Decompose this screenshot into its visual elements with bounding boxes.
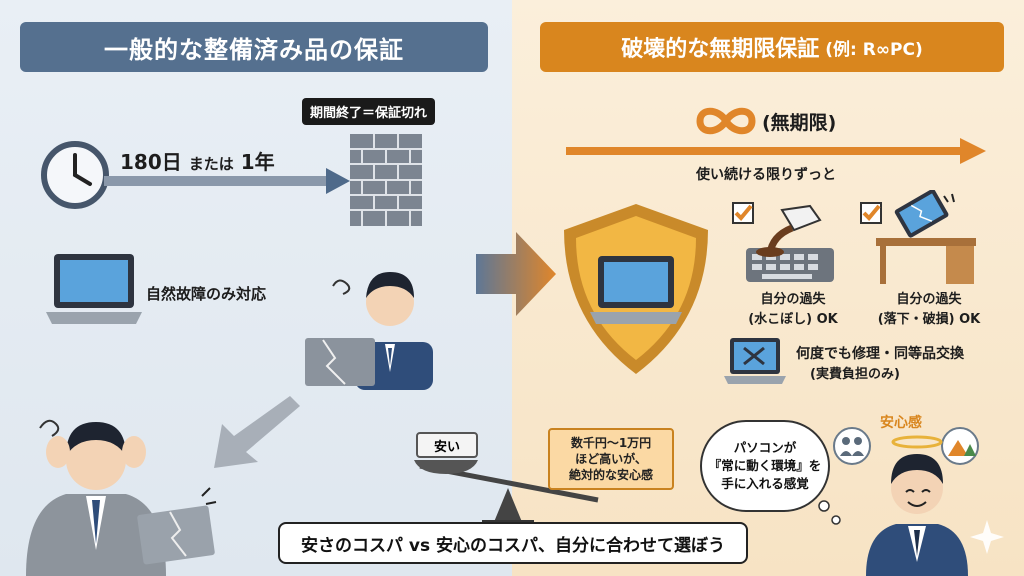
period-year: 1年 bbox=[240, 150, 275, 174]
center-transition-arrow bbox=[476, 232, 556, 316]
speech-bubble: パソコンが 『常に動く環境』を 手に入れる感覚 bbox=[700, 420, 830, 512]
check-icon-1 bbox=[732, 202, 754, 224]
fault-water-text: 自分の過失 (水こぼし) OK bbox=[745, 290, 841, 329]
speech-line2: 『常に動く環境』を bbox=[708, 457, 822, 473]
stressed-man-icon bbox=[26, 419, 217, 576]
price-line2: ほど高いが、 bbox=[575, 451, 647, 466]
fault2-line1: 自分の過失 bbox=[896, 292, 962, 307]
fault1-line1: 自分の過失 bbox=[760, 292, 826, 307]
right-title: 破壊的な無期限保証 bbox=[621, 37, 820, 62]
clock-icon bbox=[41, 141, 109, 209]
expiry-label: 期間終了＝保証切れ bbox=[302, 98, 436, 125]
left-title-banner: 一般的な整備済み品の保証 bbox=[20, 22, 488, 72]
infinity-icon bbox=[696, 107, 756, 135]
peace-label: 安心感 bbox=[880, 415, 922, 431]
water-spill-keyboard-icon bbox=[746, 204, 834, 282]
period-arrow bbox=[104, 168, 350, 194]
footer-text: 安さのコスパ vs 安心のコスパ、自分に合わせて選ぼう bbox=[300, 535, 726, 556]
period-or: または bbox=[188, 155, 234, 173]
footer-banner: 安さのコスパ vs 安心のコスパ、自分に合わせて選ぼう bbox=[278, 522, 748, 564]
period-text: 180日 または 1年 bbox=[120, 146, 275, 175]
down-left-arrow bbox=[214, 396, 300, 468]
right-title-banner: 破壊的な無期限保証 (例: R∞PC) bbox=[540, 22, 1004, 72]
price-line1: 数千円〜1万円 bbox=[570, 435, 652, 450]
cheap-tag-text: 安い bbox=[433, 439, 460, 455]
period-main: 180日 bbox=[120, 150, 182, 174]
price-line3: 絶対的な安心感 bbox=[568, 468, 653, 483]
check-icon-2 bbox=[860, 202, 882, 224]
fallen-laptop-desk-icon bbox=[876, 190, 976, 284]
speech-line1: パソコンが bbox=[733, 439, 797, 455]
speech-line3: 手に入れる感覚 bbox=[721, 476, 809, 492]
camping-icon bbox=[941, 427, 979, 465]
sparkle-icon bbox=[970, 520, 1004, 554]
repair-line1: 何度でも修理・同等品交換 bbox=[796, 346, 964, 362]
right-title-example: (例: R∞PC) bbox=[825, 39, 923, 60]
left-title: 一般的な整備済み品の保証 bbox=[104, 35, 404, 64]
price-tag: 数千円〜1万円 ほど高いが、 絶対的な安心感 bbox=[548, 428, 674, 490]
repair-line2: (実費負担のみ) bbox=[810, 367, 900, 382]
infinity-label: (無期限) bbox=[762, 112, 837, 134]
fault1-line2: (水こぼし) OK bbox=[748, 311, 838, 327]
family-icon bbox=[833, 427, 871, 465]
cheap-tag: 安い bbox=[416, 432, 478, 458]
worried-man-broken-laptop-icon bbox=[305, 272, 433, 390]
fault-drop-text: 自分の過失 (落下・破損) OK bbox=[875, 290, 983, 329]
repair-laptop-icon bbox=[724, 338, 786, 384]
shield-laptop-icon bbox=[564, 204, 708, 374]
forever-text: 使い続ける限りずっと bbox=[696, 167, 836, 183]
happy-man-icon bbox=[866, 435, 968, 576]
speech-dots bbox=[818, 500, 841, 525]
fault2-line2: (落下・破損) OK bbox=[877, 311, 981, 327]
repair-text: 何度でも修理・同等品交換 (実費負担のみ) bbox=[796, 344, 964, 385]
natural-failure-text: 自然故障のみ対応 bbox=[146, 285, 267, 303]
brick-wall-icon bbox=[350, 134, 422, 226]
laptop-icon bbox=[46, 254, 142, 324]
forever-arrow bbox=[566, 138, 986, 164]
